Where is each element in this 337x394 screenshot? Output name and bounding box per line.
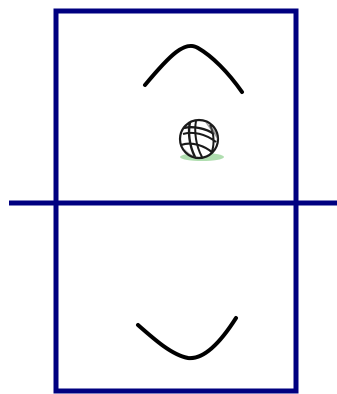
bottom-smile-curve: [138, 318, 236, 358]
volleyball-icon: [180, 120, 224, 161]
top-arch-curve: [145, 46, 242, 92]
